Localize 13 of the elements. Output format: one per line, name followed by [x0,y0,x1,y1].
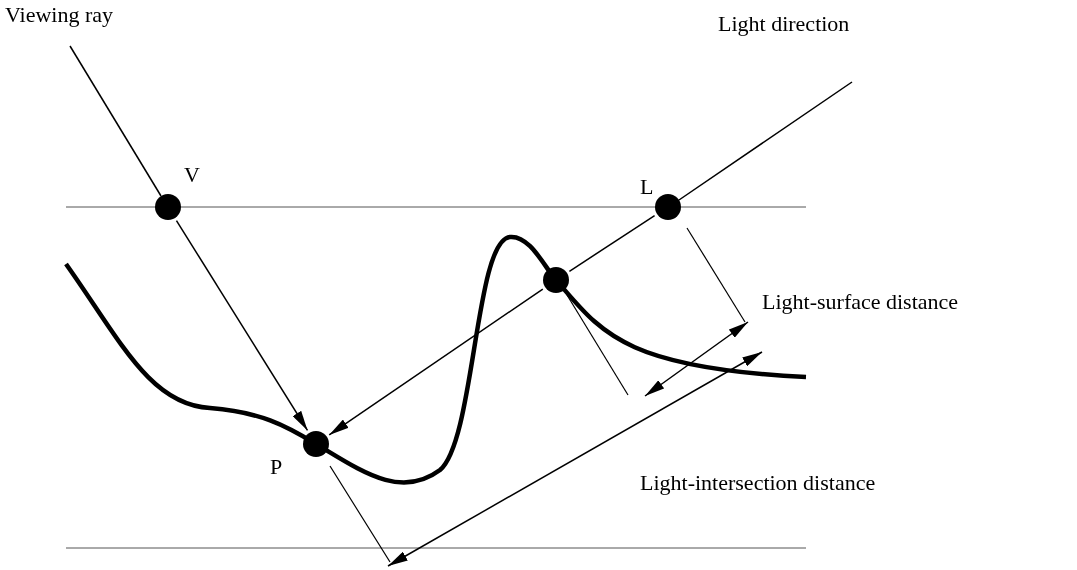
point-label: P [270,456,283,478]
point-label: L [640,176,654,198]
point-label: V [184,164,200,186]
point-dot [153,192,183,222]
arrow [328,288,544,436]
annotation-text: Light-surface distance [762,291,959,313]
annotation-text: Viewing ray [5,4,114,26]
annotation-text: Light direction [718,13,850,35]
point-dot [541,265,571,295]
arrow [175,219,309,432]
point-dot [301,429,331,459]
point-dot [653,192,683,222]
annotation-text: Light-intersection distance [640,472,876,494]
